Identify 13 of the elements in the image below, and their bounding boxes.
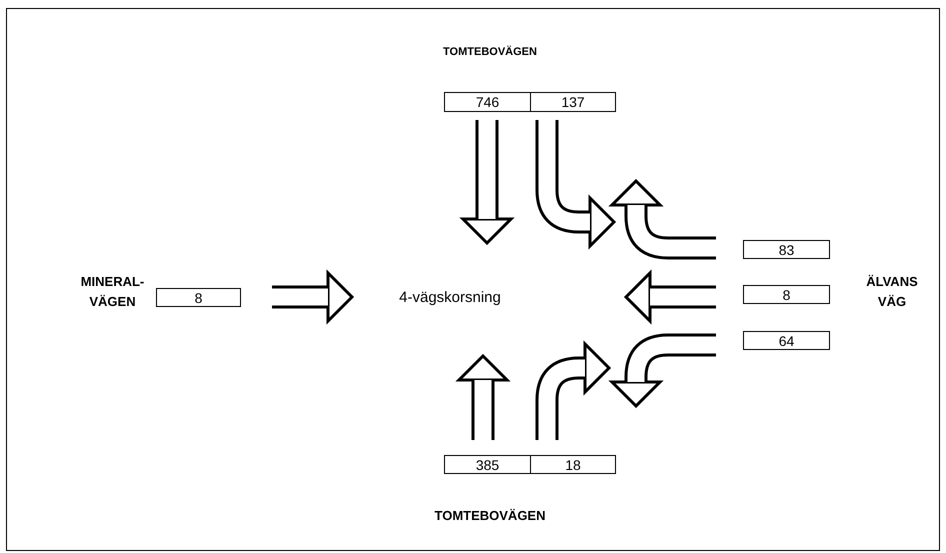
count-box: 18 xyxy=(530,455,616,474)
count-box: 64 xyxy=(743,331,830,350)
count-box: 8 xyxy=(156,288,241,307)
count-box: 385 xyxy=(444,455,531,474)
count-box: 8 xyxy=(743,285,830,304)
road-name: TOMTEBOVÄGEN xyxy=(442,44,538,60)
road-name: TOMTEBOVÄGEN xyxy=(434,507,546,525)
count-box: 746 xyxy=(444,92,531,112)
count-box: 83 xyxy=(743,240,830,259)
road-name: ÄLVANS VÄG xyxy=(865,273,919,311)
road-name: MINERAL- VÄGEN xyxy=(80,273,146,311)
count-box: 137 xyxy=(530,92,616,112)
intersection-label: 4-vägskorsning xyxy=(398,288,502,308)
